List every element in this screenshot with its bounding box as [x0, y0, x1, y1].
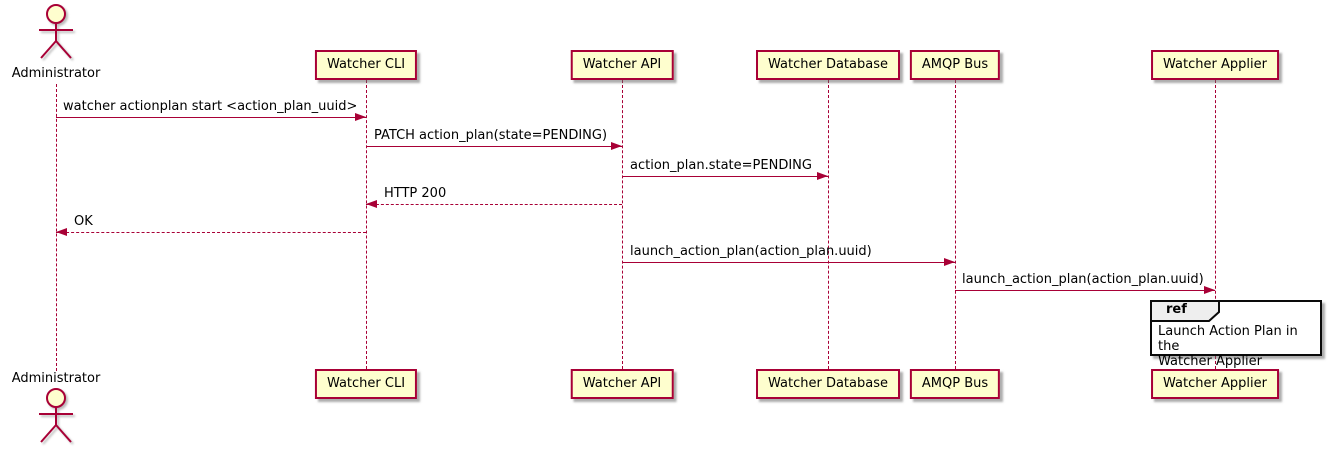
ref-fragment: ref Launch Action Plan in the Watcher Ap… [1150, 300, 1322, 369]
message-label: launch_action_plan(action_plan.uuid) [630, 244, 872, 259]
participant-watcher-applier-bottom: Watcher Applier [1151, 369, 1279, 399]
arrow-head-icon [56, 228, 67, 236]
participant-label: AMQP Bus [921, 376, 989, 391]
participant-watcher-database-bottom: Watcher Database [756, 369, 900, 399]
arrow-head-icon [817, 172, 828, 180]
participant-watcher-applier-top: Watcher Applier [1151, 50, 1279, 80]
actor-label-top: Administrator [11, 66, 101, 81]
message-label: watcher actionplan start <action_plan_uu… [63, 99, 358, 114]
participant-label: AMQP Bus [921, 57, 989, 72]
lifeline-watcher-database [827, 80, 829, 369]
participant-amqp-bus-top: AMQP Bus [909, 50, 1001, 80]
participant-label: Watcher Database [768, 376, 888, 391]
participant-label: Watcher CLI [326, 57, 406, 72]
message-line [366, 204, 622, 205]
participant-label: Watcher Database [768, 57, 888, 72]
arrow-head-icon [355, 113, 366, 121]
participant-label: Watcher API [582, 57, 662, 72]
actor-label-bottom: Administrator [11, 371, 101, 386]
message-label: HTTP 200 [384, 186, 447, 201]
message-label: launch_action_plan(action_plan.uuid) [962, 272, 1204, 287]
participant-watcher-cli-bottom: Watcher CLI [314, 369, 418, 399]
message-line [955, 290, 1215, 291]
message-line [56, 117, 366, 118]
ref-text-line1: Launch Action Plan in the [1158, 324, 1298, 354]
lifeline-administrator [55, 84, 57, 371]
arrow-head-icon [944, 258, 955, 266]
lifeline-watcher-api [621, 80, 623, 369]
lifeline-watcher-cli [365, 80, 367, 369]
message-line [366, 146, 622, 147]
participant-label: Watcher Applier [1163, 376, 1267, 391]
participant-watcher-database-top: Watcher Database [756, 50, 900, 80]
actor-icon [39, 4, 73, 59]
message-line [622, 262, 955, 263]
ref-keyword: ref [1166, 302, 1187, 317]
arrow-head-icon [1204, 286, 1215, 294]
lifeline-watcher-applier [1214, 80, 1216, 369]
ref-tab-icon [1150, 300, 1220, 322]
arrow-head-icon [366, 200, 377, 208]
participant-label: Watcher Applier [1163, 57, 1267, 72]
arrow-head-icon [611, 142, 622, 150]
ref-text: Launch Action Plan in the Watcher Applie… [1158, 324, 1320, 369]
message-line [622, 176, 828, 177]
participant-watcher-cli-top: Watcher CLI [314, 50, 418, 80]
participant-watcher-api-bottom: Watcher API [570, 369, 674, 399]
actor-icon [39, 388, 73, 443]
participant-label: Watcher CLI [326, 376, 406, 391]
lifeline-amqp-bus [954, 80, 956, 369]
ref-text-line2: Watcher Applier [1158, 354, 1262, 369]
message-line [56, 232, 366, 233]
participant-watcher-api-top: Watcher API [570, 50, 674, 80]
message-label: action_plan.state=PENDING [630, 158, 812, 173]
participant-amqp-bus-bottom: AMQP Bus [909, 369, 1001, 399]
message-label: PATCH action_plan(state=PENDING) [374, 128, 608, 143]
participant-label: Watcher API [582, 376, 662, 391]
message-label: OK [74, 214, 93, 229]
